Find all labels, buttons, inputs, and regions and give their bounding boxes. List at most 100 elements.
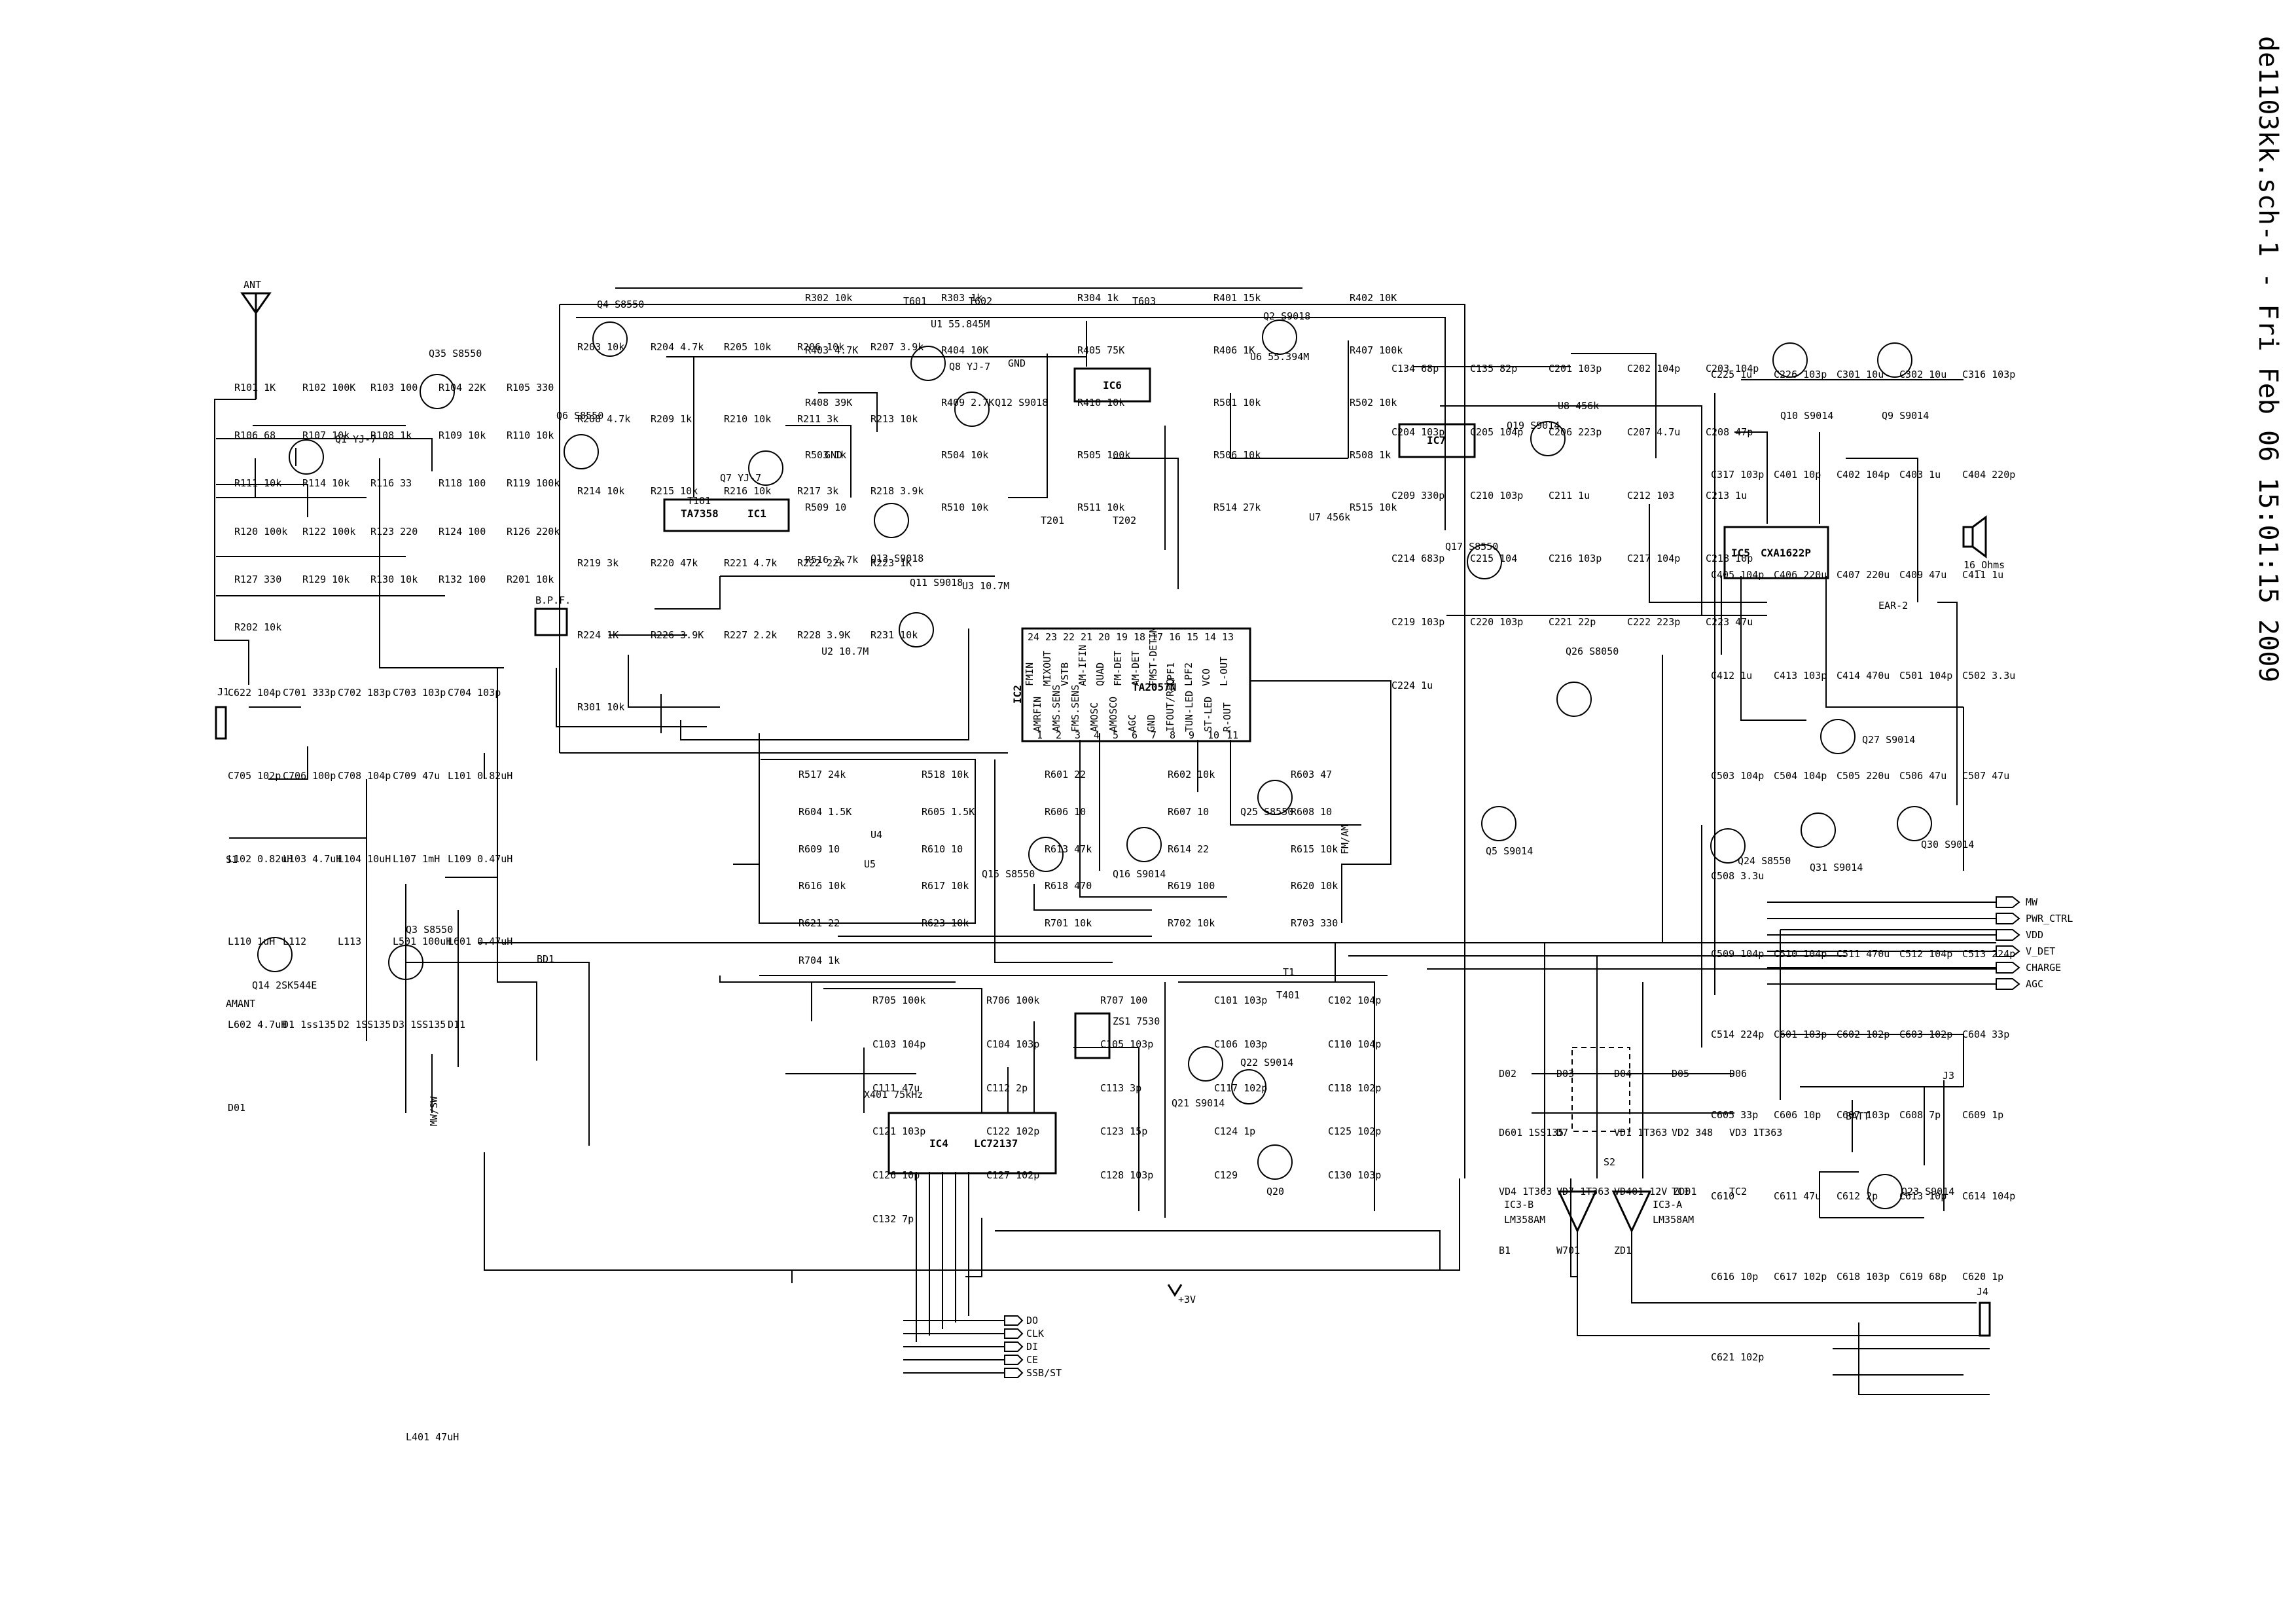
- component-label: R221 4.7k: [724, 557, 777, 569]
- component-label: L104 10uH: [338, 853, 391, 865]
- component-label: R123 220: [370, 526, 418, 538]
- component-label: C503 104p: [1711, 770, 1764, 782]
- component-label: C106 103p: [1214, 1038, 1267, 1050]
- main-wiring: [484, 287, 1996, 1395]
- component-label: R213 10k: [870, 413, 918, 425]
- component-label: R223 1K: [870, 557, 912, 569]
- component-label: R401 15k: [1213, 292, 1261, 304]
- ic2-top-pin-number: 15: [1187, 631, 1198, 643]
- power-line-label: PWR_CTRL: [2026, 913, 2073, 924]
- component-label: R405 75K: [1077, 344, 1124, 356]
- ic2-top-pin-number: 20: [1098, 631, 1110, 643]
- component-label: W701: [1556, 1245, 1580, 1256]
- ic7-ref: IC7: [1427, 434, 1446, 447]
- ic2-bottom-pin-number: 7: [1151, 729, 1157, 741]
- q14-transistor: Q14 2SK544E: [252, 937, 317, 991]
- component-label: R227 2.2k: [724, 629, 777, 641]
- component-label: C213 1u: [1706, 490, 1747, 501]
- component-label: R605 1.5K: [922, 806, 975, 818]
- power-line-label: VDD: [2026, 929, 2043, 941]
- bpf-block: B.P.F.: [534, 594, 571, 636]
- component-label: C404 220p: [1962, 469, 2015, 481]
- component-label: L113: [338, 936, 361, 947]
- q12-transistor: Q12 S9018: [954, 392, 1048, 427]
- ic3a-ref: IC3-A: [1653, 1199, 1682, 1211]
- component-label: C622 104p: [228, 687, 281, 699]
- component-label: R222 22k: [797, 557, 844, 569]
- speaker-label: 16_Ohms: [1964, 559, 2005, 571]
- component-label: R403 4.7K: [805, 344, 858, 356]
- component-label: B1: [1499, 1245, 1511, 1256]
- component-label: C201 103p: [1549, 363, 1602, 374]
- component-label: R211 3k: [797, 413, 838, 425]
- component-label: L103 4.7uH: [283, 853, 342, 865]
- q8-label: Q8 YJ-7: [949, 361, 990, 373]
- component-label: R707 100: [1100, 994, 1147, 1006]
- s2-switch-block: S2: [1571, 1047, 1630, 1168]
- component-label: R228 3.9K: [797, 629, 850, 641]
- component-label: D01: [228, 1102, 245, 1114]
- misc-label: GND: [825, 449, 842, 461]
- component-label: R210 10k: [724, 413, 771, 425]
- q13-transistor: Q13 S9018: [870, 503, 924, 564]
- q7-transistor: Q7 YJ-7: [720, 450, 783, 486]
- u6-label: U6 55.394M: [1250, 351, 1309, 363]
- component-label: C317 103p: [1711, 469, 1764, 481]
- ic2-bottom-pin: AGC: [1126, 714, 1138, 732]
- component-label: C506 47u: [1899, 770, 1946, 782]
- component-label: VD7 1T363: [1556, 1186, 1609, 1197]
- component-label: C130 103p: [1328, 1169, 1381, 1181]
- component-label: C207 4.7u: [1627, 426, 1680, 438]
- q25-transistor: Q27 S9014: [1820, 719, 1915, 754]
- component-label: R226 3.9K: [651, 629, 704, 641]
- component-label: C210 103p: [1470, 490, 1523, 501]
- component-label: R220 47k: [651, 557, 698, 569]
- component-label: L601 0.47uH: [448, 936, 512, 947]
- component-label: C129: [1214, 1169, 1238, 1181]
- antenna-symbol: ANT: [240, 279, 272, 399]
- component-label: C206 223p: [1549, 426, 1602, 438]
- component-label: C224 1u: [1391, 680, 1433, 691]
- component-label: R104 22K: [439, 382, 486, 393]
- q17-transistor: Q17 S8550: [1445, 541, 1502, 579]
- misc-label: T1: [1283, 966, 1295, 978]
- q6-transistor: Q6 S8550: [556, 410, 603, 469]
- component-label: C512 104p: [1899, 948, 1952, 960]
- component-label: R517 24k: [798, 769, 846, 780]
- j1-label: J1: [217, 686, 229, 698]
- component-label: R510 10k: [941, 501, 988, 513]
- component-label: R702 10k: [1168, 917, 1215, 929]
- component-label: R303 1k: [941, 292, 982, 304]
- q19-transistor: Q19 S9014: [1507, 420, 1566, 456]
- component-label: R302 10k: [805, 292, 852, 304]
- ic3b-ref: IC3-B: [1504, 1199, 1534, 1211]
- component-label: R217 3k: [797, 485, 838, 497]
- fmam-label: FM/AM: [1339, 825, 1351, 854]
- component-label: C616 10p: [1711, 1271, 1758, 1283]
- component-label: C112 2p: [986, 1082, 1028, 1094]
- component-label: C504 104p: [1774, 770, 1827, 782]
- u7-label: U7 456k: [1309, 511, 1350, 523]
- ic5-part: CXA1622P: [1761, 547, 1811, 559]
- q21-transistor: Q21 S9014: [1172, 1046, 1225, 1109]
- ic5-ref: IC5: [1731, 547, 1750, 559]
- component-label: C103 104p: [872, 1038, 925, 1050]
- component-label: VD4 1T363: [1499, 1186, 1552, 1197]
- ic2-top-pin: AM-IFIN: [1077, 645, 1088, 686]
- q30-label: Q30 S9014: [1921, 839, 1974, 850]
- component-label: C507 47u: [1962, 770, 2009, 782]
- q6-label: Q6 S8550: [556, 410, 603, 422]
- component-label: C214 683p: [1391, 553, 1444, 564]
- component-label: R216 10k: [724, 485, 771, 497]
- sheet-title: de1103kk.sch-1 - Fri Feb 06 15:01:15 200…: [2253, 36, 2283, 682]
- misc-label: T401: [1276, 989, 1300, 1001]
- bus-line-label: DO: [1026, 1315, 1038, 1326]
- component-label: C110 104p: [1328, 1038, 1381, 1050]
- batt-label: BATT: [1846, 1110, 1869, 1122]
- component-label: L109 0.47uH: [448, 853, 512, 865]
- ic1-chip: TA7358 IC1: [663, 498, 790, 532]
- q11-transistor: Q11 S9018: [899, 577, 963, 647]
- component-label: R118 100: [439, 477, 486, 489]
- component-label: C204 103p: [1391, 426, 1444, 438]
- component-label: C126 10p: [872, 1169, 920, 1181]
